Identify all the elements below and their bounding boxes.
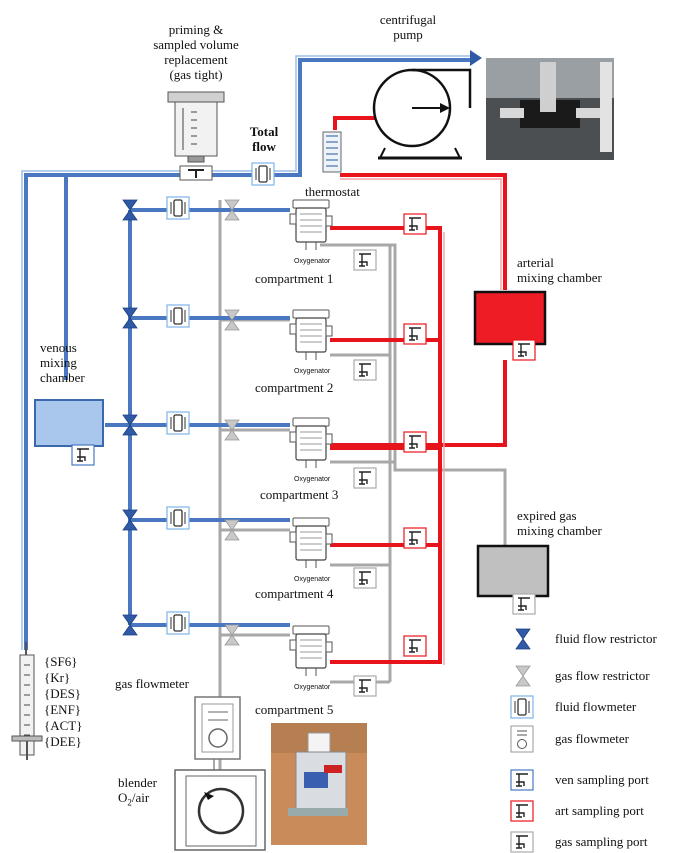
gas-flowmeter-icon (510, 725, 534, 753)
thermostat-label: thermostat (305, 184, 360, 199)
gas-sampling-ports (353, 249, 377, 697)
legend-label-ven-sampling-port: ven sampling port (555, 772, 649, 787)
venous-mixing-chamber (34, 399, 104, 466)
legend-label-fluid-flow-restrictor: fluid flow restrictor (555, 631, 657, 646)
blender-label: blender O2/air (118, 775, 157, 808)
oxygenator-label-1: Oxygenator (294, 258, 331, 265)
compartment-2-label: compartment 2 (255, 380, 334, 395)
gas-flowmeter-label: gas flowmeter (115, 676, 190, 691)
gas-sampling-port-icon (510, 831, 534, 853)
compartment-1-label: compartment 1 (255, 271, 334, 286)
oxygenator-label-4: Oxygenator (294, 576, 331, 583)
art-sampling-port-icon (510, 800, 534, 822)
oxygenator-label-5: Oxygenator (294, 684, 331, 691)
arterial-mixing-chamber (473, 290, 547, 361)
gas-flow-restrictor-icon (515, 665, 531, 687)
total-flow-flowmeter-icon (251, 162, 275, 186)
oxygenator-label-2: Oxygenator (294, 368, 331, 375)
art-sampling-ports (403, 213, 427, 657)
legend-label-gas-flowmeter: gas flowmeter (555, 731, 630, 746)
legend-label-gas-sampling-port: gas sampling port (555, 834, 648, 849)
gas-flowmeter-device (194, 696, 241, 760)
flow-arrow-icon (470, 50, 482, 66)
pump-photo (486, 58, 614, 160)
oxygenator-photo (271, 723, 367, 845)
syringe-pump (11, 642, 43, 760)
priming-reservoir (167, 91, 225, 181)
oxygenator-label-3: Oxygenator (294, 476, 331, 483)
legend-label-fluid-flowmeter: fluid flowmeter (555, 699, 637, 714)
compartment-3-label: compartment 3 (260, 487, 339, 502)
legend (510, 628, 534, 853)
fluid-flowmeters (166, 196, 190, 635)
fluid-flowmeter-icon (510, 695, 534, 719)
gas-flow-restrictors (224, 199, 240, 646)
compartment-4-label: compartment 4 (255, 586, 334, 601)
blender-device (174, 769, 266, 851)
centrifugal-pump (372, 68, 472, 160)
fluid-flow-restrictor-icon (515, 628, 531, 650)
ven-sampling-port-icon (510, 769, 534, 791)
legend-label-gas-flow-restrictor: gas flow restrictor (555, 668, 650, 683)
legend-label-art-sampling-port: art sampling port (555, 803, 644, 818)
compartment-5-label: compartment 5 (255, 702, 334, 717)
expired-gas-mixing-chamber (476, 544, 550, 615)
thermostat-icon (322, 131, 342, 173)
syringe-agents-list: {SF6} {Kr} {DES} {ENF} {ACT} {DEE} (44, 654, 83, 749)
